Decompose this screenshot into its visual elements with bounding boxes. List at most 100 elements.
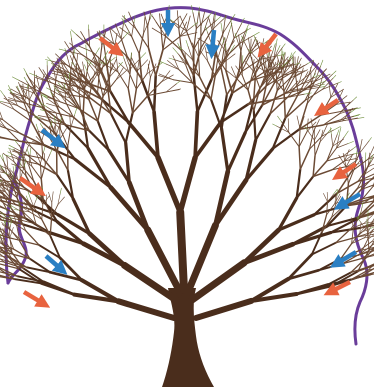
bud-shoot [278,45,281,51]
bud-shoot [321,60,323,66]
bud-shoot [36,124,38,129]
twig [0,104,3,120]
bud-shoot [84,65,87,72]
branch [118,301,174,318]
bud-shoot [334,127,341,131]
branch [195,112,197,158]
bud-shoot [27,149,29,155]
bud-shoot [24,77,26,81]
twig [152,28,166,36]
orange-arrow-icon [24,292,44,304]
bud-shoot [8,148,13,150]
branch [129,72,136,89]
trunk [162,288,214,387]
bud-shoot [337,130,339,135]
twig [283,59,284,74]
twig [148,64,150,77]
branch [44,282,75,295]
bud-shoot [273,124,277,126]
bud-shoot [353,97,357,100]
bud-shoot [13,167,14,171]
branch [67,77,86,82]
twig [331,134,333,146]
twig [161,75,173,82]
bud-shoot [141,53,146,59]
branch [148,27,149,48]
bud-shoot [15,164,16,169]
twig [288,119,289,133]
branch [88,148,111,187]
branch [323,120,340,125]
bud-shoot [337,82,341,84]
bud-shoot [8,152,13,155]
bud-shoot [30,148,31,154]
branch [161,30,163,50]
bud-shoot [86,45,87,53]
branch [196,301,251,318]
bud-shoot [276,39,277,45]
branch [3,120,20,134]
branch [298,81,315,94]
twig [311,67,312,83]
bud-shoot [173,48,178,54]
branch [136,29,149,49]
bud-shoot [50,149,52,154]
bud-shoot [0,153,2,158]
branch [132,36,140,53]
bud-shoot [344,131,348,137]
bud-shoot [339,127,341,135]
bud-shoot [30,73,37,76]
bud-shoot [71,30,76,35]
twig [121,23,123,38]
bud-shoot [71,31,72,38]
bud-shoot [44,147,46,152]
bud-shoot [186,40,188,46]
bud-shoot [28,192,30,198]
twig [299,68,303,82]
branch [75,159,111,187]
twig [193,13,196,29]
branch [32,167,41,180]
branch [285,101,305,119]
branch [194,76,198,112]
branch [228,133,245,172]
bud-shoot [60,188,61,193]
bud-shoot [216,16,221,20]
branch [300,149,309,169]
blue-arrow-icon [212,30,214,52]
branch [315,142,320,156]
branch [313,156,315,177]
twig [89,29,90,46]
twig [297,116,300,129]
orange-arrow-icon [20,178,40,192]
bud-shoot [221,23,222,30]
bud-shoot [59,49,66,51]
bud-shoot [292,57,293,63]
twig [323,193,327,202]
bud-shoot [333,75,336,78]
twig [49,192,52,203]
branch [102,99,129,122]
bud-shoot [1,91,5,96]
twig [201,12,205,27]
bud-shoot [12,77,18,80]
bud-shoot [40,123,42,127]
tree [0,5,374,387]
branch [299,147,300,170]
twig [110,27,122,38]
bud-shoot [169,58,174,60]
branch [296,286,332,294]
twig [0,127,1,137]
branch [284,91,285,118]
bud-shoot [96,48,99,54]
branch [118,72,128,89]
twig [52,192,53,203]
twig [231,23,234,38]
bud-shoot [358,117,364,118]
bud-shoot [230,23,232,30]
twig [23,84,24,99]
branch [42,219,50,235]
branch [211,99,222,128]
branch [158,158,180,213]
